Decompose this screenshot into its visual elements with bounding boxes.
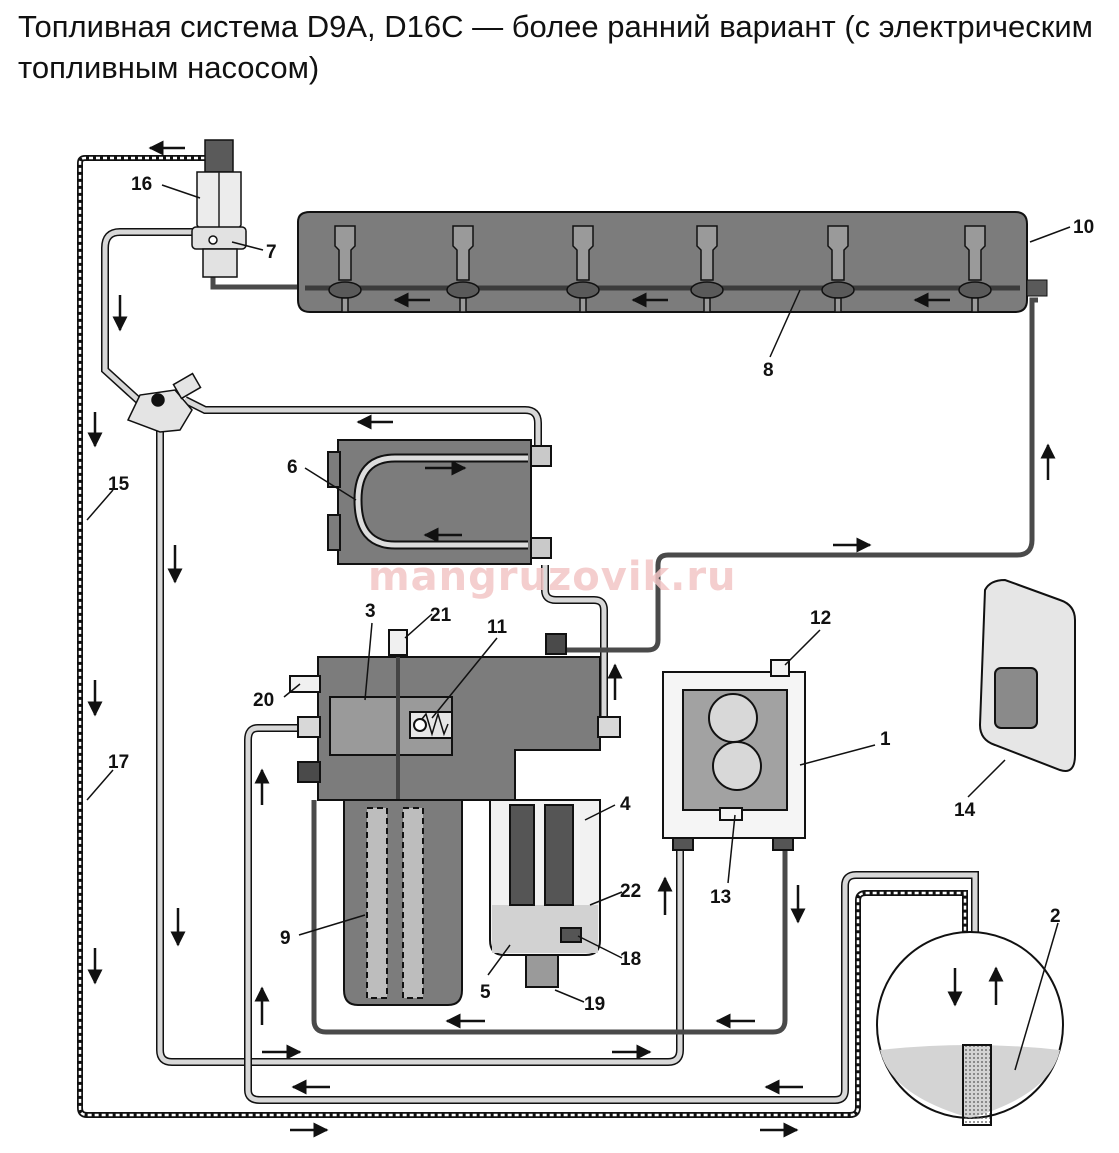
label-21: 21 [430, 605, 452, 626]
fuel-cooler [327, 439, 552, 565]
label-12: 12 [810, 608, 831, 629]
label-9: 9 [280, 928, 291, 949]
label-11: 11 [487, 617, 508, 638]
label-15: 15 [108, 474, 130, 495]
label-17: 17 [108, 752, 129, 773]
label-4: 4 [620, 794, 631, 815]
label-16: 16 [131, 174, 152, 195]
label-19: 19 [584, 994, 605, 1015]
supply-lines [101, 228, 979, 1104]
label-5: 5 [480, 982, 491, 1003]
pressure-lines [210, 250, 1038, 1035]
injector-group [328, 225, 992, 313]
cylinder-head [297, 211, 1048, 313]
flow-arrows [87, 140, 1056, 1138]
label-10: 10 [1073, 217, 1094, 238]
page-title: Топливная система D9A, D16C — более ранн… [18, 9, 1093, 85]
label-14: 14 [954, 800, 976, 821]
main-filter [343, 799, 463, 1006]
distribution-block [126, 372, 202, 433]
part-labels: 1 2 3 4 5 6 7 8 9 10 11 12 13 14 15 16 1… [108, 174, 1094, 1015]
leader-lines [86, 184, 1071, 1071]
control-unit [978, 578, 1076, 772]
label-6: 6 [287, 457, 298, 478]
label-7: 7 [266, 242, 277, 263]
label-2: 2 [1050, 906, 1061, 927]
label-20: 20 [253, 690, 274, 711]
label-22: 22 [620, 881, 641, 902]
label-13: 13 [710, 887, 731, 908]
watermark: mangruzovik.ru [368, 554, 737, 600]
label-3: 3 [365, 601, 376, 622]
fuel-pump [662, 659, 806, 851]
return-line [77, 155, 968, 1118]
fuel-tank [876, 931, 1064, 1126]
label-1: 1 [880, 729, 891, 750]
label-8: 8 [763, 360, 774, 381]
overflow-valve [191, 139, 247, 278]
water-separator [489, 799, 601, 988]
label-18: 18 [620, 949, 641, 970]
filter-housing [289, 629, 621, 801]
